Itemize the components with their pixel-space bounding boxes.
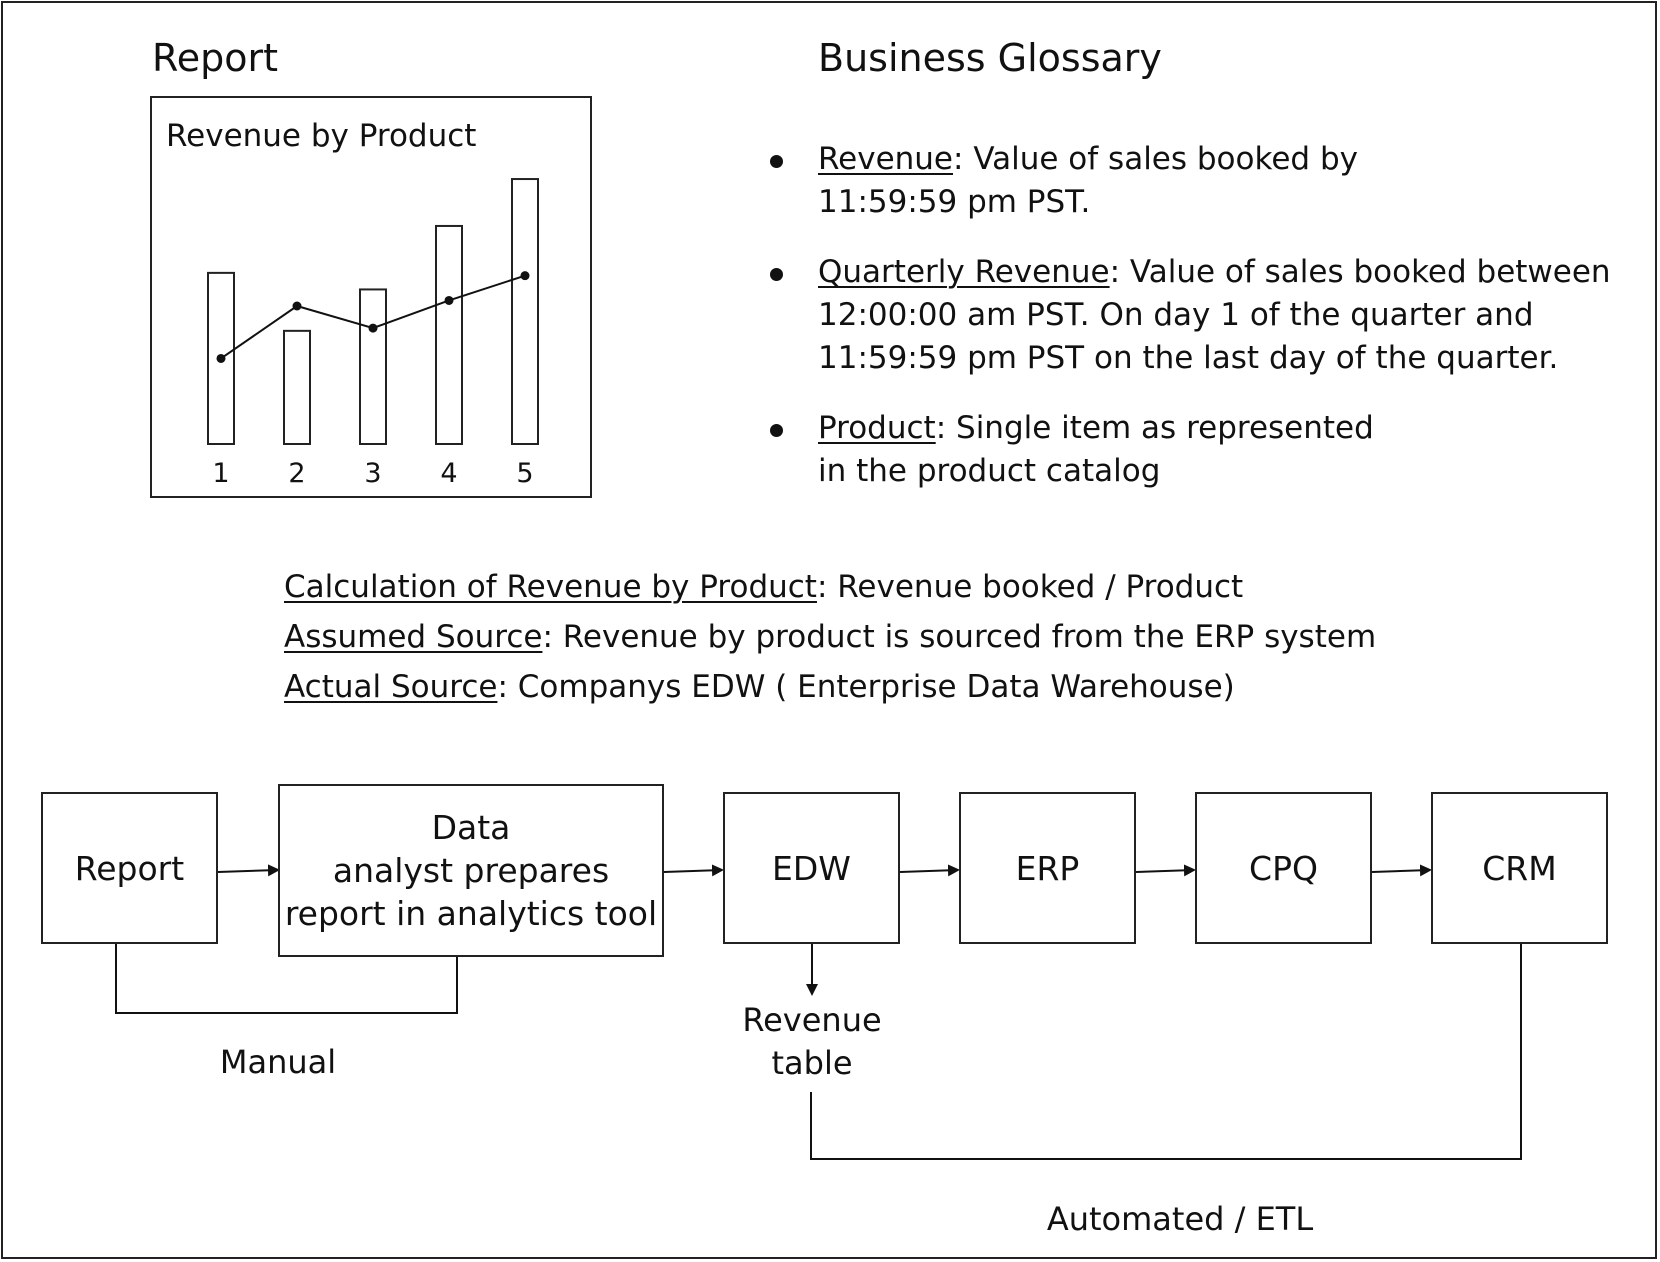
flow-box-label: CRM	[1482, 848, 1557, 888]
actual-source-term: Actual Source	[284, 669, 498, 705]
bar-5	[511, 178, 539, 445]
automated-etl-label: Automated / ETL	[1046, 1200, 1314, 1238]
x-tick-label: 1	[212, 458, 229, 489]
bullet-icon	[770, 424, 783, 437]
flow-box-label: ERP	[1015, 848, 1080, 888]
flow-box-report: Report	[41, 792, 218, 944]
actual-source-value: Companys EDW ( Enterprise Data Warehouse…	[517, 669, 1235, 705]
arrow-erp-to-cpq	[1135, 864, 1196, 877]
calculation-line: Calculation of Revenue by Product: Reven…	[284, 569, 1244, 605]
glossary-heading: Business Glossary	[818, 36, 1162, 80]
trend-point-1	[216, 353, 226, 363]
glossary-item-revenue: Revenue: Value of sales booked by 11:59:…	[770, 138, 1640, 224]
bar-2	[283, 329, 311, 445]
glossary-item-product: Product: Single item as represented in t…	[770, 407, 1640, 493]
glossary-def-line: Value of sales booked between	[1129, 254, 1611, 290]
x-tick-label: 2	[288, 458, 305, 489]
flow-box-erp: ERP	[959, 792, 1136, 944]
flow-box-label: EDW	[772, 848, 851, 888]
report-heading: Report	[152, 36, 278, 80]
glossary-def-line: 12:00:00 am PST. On day 1 of the quarter…	[818, 297, 1534, 333]
glossary-list: Revenue: Value of sales booked by 11:59:…	[770, 138, 1640, 520]
glossary-term: Product	[818, 410, 936, 446]
flow-box-crm: CRM	[1431, 792, 1608, 944]
assumed-source-term: Assumed Source	[284, 619, 543, 655]
flow-box-label: Data analyst prepares report in analytic…	[284, 808, 658, 933]
calculation-block: Calculation of Revenue by Product: Reven…	[284, 562, 1376, 712]
glossary-def-line: Single item as represented	[956, 410, 1374, 446]
glossary-term: Revenue	[818, 141, 954, 177]
bar-3	[359, 288, 387, 445]
glossary-def-line: in the product catalog	[818, 453, 1161, 489]
x-tick-label: 4	[440, 458, 457, 489]
arrow-analyst-to-edw	[663, 864, 724, 877]
bar-4	[435, 224, 463, 445]
glossary-def-line: Value of sales booked by	[973, 141, 1358, 177]
manual-label: Manual	[219, 1043, 337, 1081]
actual-source-line: Actual Source: Companys EDW ( Enterprise…	[284, 669, 1235, 705]
assumed-source-value: Revenue by product is sourced from the E…	[562, 619, 1377, 655]
bullet-icon	[770, 155, 783, 168]
arrow-cpq-to-crm	[1371, 864, 1432, 877]
flow-box-label: Report	[74, 848, 185, 888]
glossary-item-quarterly-revenue: Quarterly Revenue: Value of sales booked…	[770, 251, 1640, 380]
revenue-table-label: Revenue table	[742, 1001, 882, 1082]
flow-box-cpq: CPQ	[1195, 792, 1372, 944]
calculation-term: Calculation of Revenue by Product	[284, 569, 817, 605]
flow-box-label: CPQ	[1249, 848, 1318, 888]
trend-point-2	[292, 301, 302, 311]
trend-point-3	[368, 323, 378, 333]
revenue-bar-chart: 1 2 3 4 5	[207, 178, 539, 489]
chart-title: Revenue by Product	[166, 118, 477, 154]
glossary-def-line: 11:59:59 pm PST on the last day of the q…	[818, 340, 1559, 376]
automated-bracket	[810, 944, 1522, 1160]
arrow-report-to-analyst	[217, 864, 280, 877]
glossary-def-line: 11:59:59 pm PST.	[818, 184, 1091, 220]
trend-point-4	[444, 295, 454, 305]
report-chart-panel: Revenue by Product 1 2 3 4 5	[150, 96, 592, 498]
x-tick-label: 5	[516, 458, 533, 489]
calculation-value: Revenue booked / Product	[837, 569, 1244, 605]
trend-point-5	[520, 271, 530, 281]
x-tick-label: 3	[364, 458, 381, 489]
glossary-term: Quarterly Revenue	[818, 254, 1110, 290]
manual-bracket	[115, 944, 458, 1014]
assumed-source-line: Assumed Source: Revenue by product is so…	[284, 619, 1377, 655]
flow-box-edw: EDW	[723, 792, 900, 944]
bullet-icon	[770, 268, 783, 281]
flow-box-analyst: Data analyst prepares report in analytic…	[278, 784, 664, 957]
arrow-edw-to-erp	[899, 864, 960, 877]
